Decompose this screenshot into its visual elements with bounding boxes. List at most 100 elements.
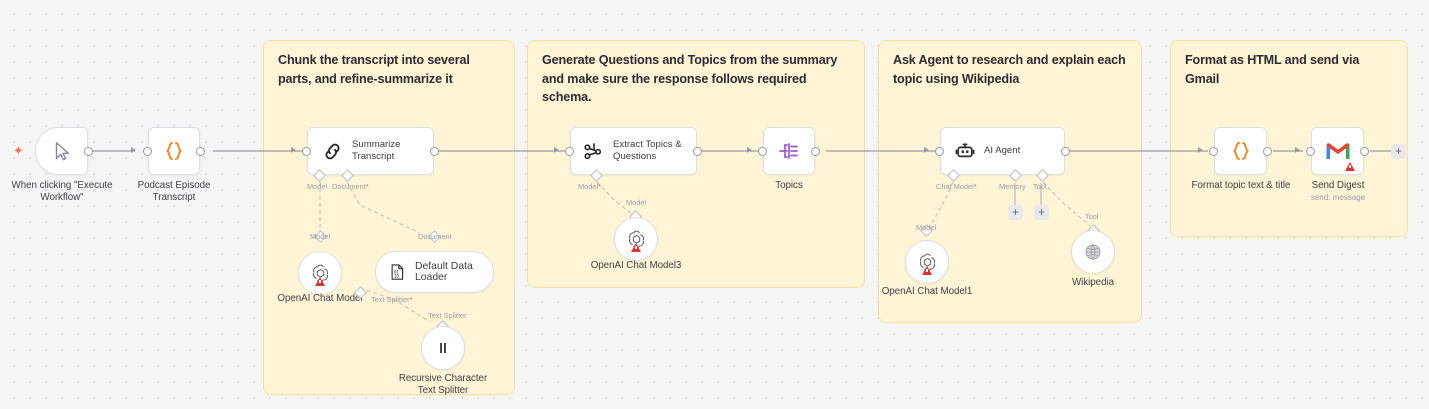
conn-label-memory: Memory [999, 182, 1026, 191]
output-endpoint[interactable] [693, 147, 702, 156]
sticky-note-format[interactable]: Format as HTML and send via Gmail [1170, 40, 1408, 237]
output-endpoint[interactable] [430, 147, 439, 156]
caption-text: Format topic text & title [1191, 180, 1291, 191]
node-label-ai-agent: AI Agent [984, 145, 1021, 156]
node-ai-agent[interactable]: AI Agent [940, 127, 1065, 175]
label-text: Model [626, 198, 647, 207]
node-caption-format-topic: Format topic text & title [1180, 180, 1302, 192]
add-memory-button[interactable]: + [1008, 205, 1023, 220]
label-text: Document [418, 232, 452, 241]
label-text: Text Splitter [371, 295, 410, 304]
conn-label-text-splitter: Text Splitter* [371, 295, 413, 304]
input-endpoint[interactable] [935, 147, 944, 156]
caption-text: OpenAI Chat Model [277, 293, 363, 304]
output-endpoint[interactable] [1061, 147, 1070, 156]
input-endpoint[interactable] [1306, 147, 1315, 156]
conn-label-chat-model: Chat Model* [936, 182, 977, 191]
node-when-clicking-execute-workflow[interactable] [35, 127, 88, 175]
label-line-2: Questions [613, 151, 657, 162]
caption-line-2: Workflow" [40, 192, 84, 204]
conn-label-agent-model-target: Model [916, 223, 936, 232]
required-mark: * [973, 182, 977, 191]
cursor-pointer-icon [51, 140, 73, 162]
node-caption-send-digest: Send Digest [1278, 180, 1398, 192]
plus-glyph: + [1394, 144, 1402, 158]
output-endpoint[interactable] [84, 147, 93, 156]
input-endpoint[interactable] [565, 147, 574, 156]
subnode-caption-wikipedia: Wikipedia [1033, 277, 1153, 289]
node-topics[interactable] [763, 127, 815, 175]
node-extract-topics-questions[interactable]: Extract Topics & Questions [570, 127, 697, 175]
caption-text: OpenAI Chat Model3 [590, 260, 682, 271]
node-caption-trigger: When clicking "Execute Workflow" [0, 180, 124, 205]
node-label-summarize: Summarize Transcript [352, 139, 405, 163]
subnode-openai-chat-model1[interactable] [905, 240, 949, 284]
input-endpoint[interactable] [302, 147, 311, 156]
sticky-note-title: Ask Agent to research and explain each t… [893, 53, 1126, 86]
label-text: Tool [1085, 212, 1099, 221]
caption-line-2: Text Splitter [417, 385, 469, 397]
warning-icon [315, 277, 325, 286]
caption-text: Wikipedia [1071, 277, 1115, 288]
label-line-1: Summarize [352, 139, 401, 150]
sticky-note-title: Generate Questions and Topics from the s… [542, 53, 838, 104]
input-arrow [1295, 147, 1300, 153]
sticky-note-title: Chunk the transcript into several parts,… [278, 53, 470, 86]
input-arrow [291, 147, 296, 153]
warning-icon [631, 243, 641, 252]
subnode-openai-chat-model3[interactable] [614, 217, 658, 261]
input-endpoint[interactable] [143, 147, 152, 156]
conn-label-document-target: Document [418, 232, 452, 241]
subnode-caption-openai-chat-model: OpenAI Chat Model [260, 293, 380, 305]
node-subcaption-send-digest: send: message [1278, 193, 1398, 203]
label-text: Chat Model [936, 182, 974, 191]
caption-line-1: When clicking "Execute [11, 180, 113, 191]
input-endpoint[interactable] [758, 147, 767, 156]
output-endpoint[interactable] [1360, 147, 1369, 156]
input-arrow [1198, 147, 1203, 153]
sticky-note-title: Format as HTML and send via Gmail [1185, 53, 1360, 86]
svg-text:01: 01 [394, 270, 399, 275]
label-text: Tool [1033, 182, 1047, 191]
warning-icon [1345, 162, 1355, 171]
conn-label-document: Document* [332, 182, 369, 191]
robot-icon [953, 139, 977, 163]
input-arrow [924, 147, 929, 153]
subnode-openai-chat-model[interactable] [298, 251, 342, 295]
conn-label-model: Model [307, 182, 327, 191]
add-next-node-button[interactable]: + [1391, 144, 1406, 159]
caption-line-1: Recursive Character [398, 373, 488, 384]
output-endpoint[interactable] [811, 147, 820, 156]
caption-line-2: Transcript [152, 192, 196, 204]
input-endpoint[interactable] [1209, 147, 1218, 156]
caption-text: OpenAI Chat Model1 [881, 286, 973, 297]
conn-label-tool: Tool [1033, 182, 1047, 191]
label-text: Model [310, 232, 331, 241]
subnode-label-data-loader: Default Data Loader [415, 261, 473, 283]
subnode-recursive-character-text-splitter[interactable] [421, 326, 465, 370]
label-line-2: Transcript [352, 151, 395, 162]
wikipedia-globe-icon [1085, 244, 1101, 260]
gmail-icon [1325, 141, 1351, 161]
add-tool-button[interactable]: + [1034, 205, 1049, 220]
chain-link-icon [320, 139, 345, 164]
pause-bars-icon [440, 343, 446, 353]
output-endpoint[interactable] [1263, 147, 1272, 156]
label-text: Memory [999, 182, 1026, 191]
sticky-note-chunk[interactable]: Chunk the transcript into several parts,… [263, 40, 515, 395]
node-summarize-transcript[interactable]: Summarize Transcript [307, 127, 434, 175]
node-caption-transcript: Podcast Episode Transcript [114, 180, 234, 205]
subnode-default-data-loader[interactable]: 01 10 Default Data Loader [375, 251, 494, 293]
subnode-wikipedia[interactable] [1071, 230, 1115, 274]
input-arrow [131, 147, 136, 153]
node-caption-topics: Topics [729, 180, 849, 192]
svg-text:10: 10 [394, 273, 399, 278]
node-send-digest[interactable] [1311, 127, 1364, 175]
node-podcast-episode-transcript[interactable] [148, 127, 200, 175]
output-endpoint[interactable] [196, 147, 205, 156]
node-format-topic-text-title[interactable] [1214, 127, 1267, 175]
caption-line-1: Podcast Episode [137, 180, 211, 191]
caption-text: Topics [775, 180, 803, 191]
